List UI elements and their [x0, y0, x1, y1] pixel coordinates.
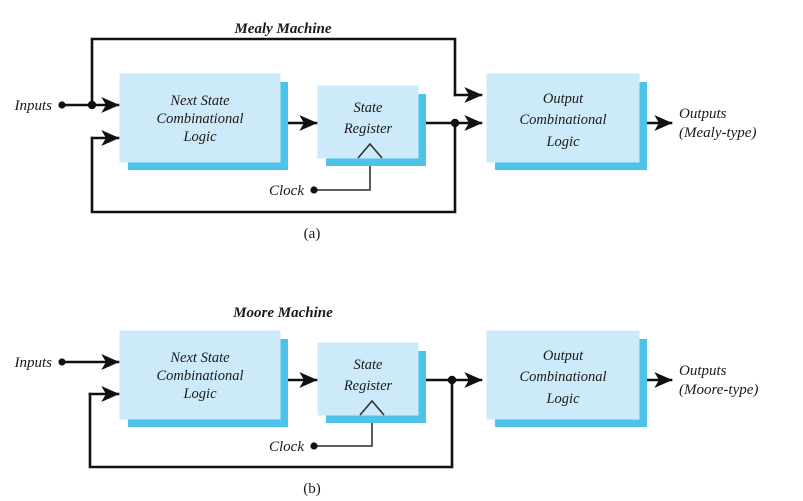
mealy-next-state-line-2: Combinational [156, 111, 243, 127]
mealy-clock-terminal-dot [310, 186, 318, 194]
mealy-diagram: Mealy Machine [14, 21, 757, 242]
moore-block-output-logic[interactable]: Output Combinational Logic [486, 330, 647, 427]
mealy-next-state-line-1: Next State [169, 93, 230, 109]
mealy-clock-triangle-icon [357, 142, 383, 159]
mealy-state-feedback-wire [90, 121, 457, 214]
mealy-input-feedforward-wire [90, 37, 457, 107]
moore-title: Moore Machine [232, 305, 333, 321]
moore-next-state-line-2: Combinational [156, 368, 243, 384]
mealy-clock-wire [314, 163, 371, 191]
moore-next-state-line-1: Next State [169, 350, 230, 366]
moore-output-logic-line-2: Combinational [519, 369, 606, 385]
moore-outputs-label-line-2: (Moore-type) [679, 382, 758, 398]
mealy-input-junction-dot [87, 100, 97, 110]
moore-state-feedback-wire [88, 378, 454, 469]
moore-block-state-register[interactable]: State Register [317, 342, 426, 423]
moore-caption: (b) [303, 481, 321, 497]
moore-output-logic-line-3: Logic [545, 391, 580, 407]
mealy-clock-label: Clock [269, 183, 304, 199]
mealy-state-register-line-2: Register [343, 121, 393, 137]
mealy-caption: (a) [304, 226, 321, 242]
mealy-block-next-state[interactable]: Next State Combinational Logic [119, 73, 288, 170]
mealy-output-logic-line-2: Combinational [519, 112, 606, 128]
moore-inputs-label: Inputs [14, 355, 53, 371]
mealy-outputs-label-line-1: Outputs [679, 106, 727, 122]
moore-inputs-terminal-dot [58, 358, 66, 366]
moore-outputs-label-line-1: Outputs [679, 363, 727, 379]
moore-clock-terminal-dot [310, 442, 318, 450]
moore-wires [60, 353, 673, 469]
mealy-block-output-logic[interactable]: Output Combinational Logic [486, 73, 647, 170]
mealy-inputs-terminal-dot [58, 101, 66, 109]
moore-state-register-line-1: State [354, 357, 384, 373]
mealy-inputs-label: Inputs [14, 98, 53, 114]
moore-clock-triangle-icon [359, 399, 385, 416]
mealy-title: Mealy Machine [233, 21, 331, 37]
moore-next-state-line-3: Logic [182, 386, 217, 402]
mealy-next-state-line-3: Logic [182, 129, 217, 145]
moore-clock-wire [314, 420, 373, 447]
moore-diagram: Moore Machine [14, 305, 759, 497]
mealy-output-logic-line-1: Output [543, 91, 584, 107]
mealy-state-junction-dot [450, 118, 460, 128]
mealy-outputs-label-line-2: (Mealy-type) [679, 125, 756, 141]
moore-output-logic-line-1: Output [543, 348, 584, 364]
mealy-output-logic-line-3: Logic [545, 134, 580, 150]
mealy-block-state-register[interactable]: State Register [317, 85, 426, 166]
moore-clock-label: Clock [269, 439, 304, 455]
moore-state-register-line-2: Register [343, 378, 393, 394]
moore-state-junction-dot [447, 375, 457, 385]
moore-block-next-state[interactable]: Next State Combinational Logic [119, 330, 288, 427]
mealy-state-register-line-1: State [354, 100, 384, 116]
